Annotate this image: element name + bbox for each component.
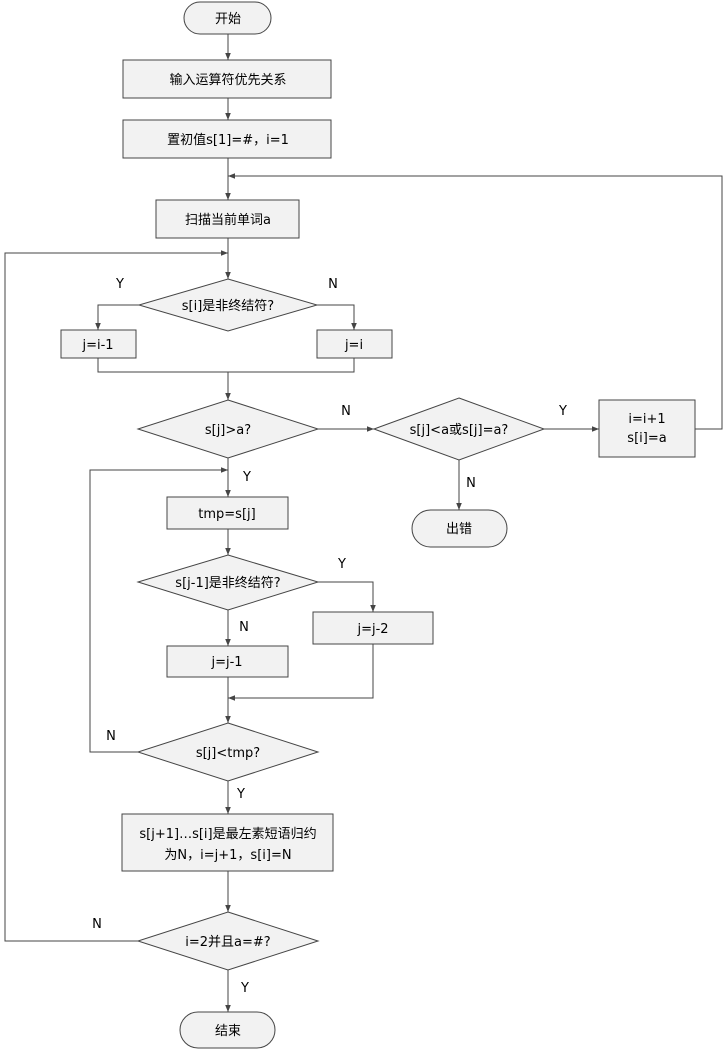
j-i-minus-1-text: j=i-1	[81, 338, 113, 353]
decision-sj-lt-eq-a: s[j]<a或s[j]=a?	[372, 397, 546, 461]
init-box: 置初值s[1]=#，i=1	[122, 119, 332, 159]
input-priority-text: 输入运算符优先关系	[169, 72, 286, 88]
reduce-line2: 为N，i=j+1，s[i]=N	[164, 848, 291, 863]
j-i-box: j=i	[316, 329, 393, 359]
start-node: 开始	[183, 1, 272, 35]
decision-sj-lt-eq-a-text: s[j]<a或s[j]=a?	[410, 423, 509, 438]
label-no: N	[92, 917, 102, 932]
decision-sj-lt-tmp: s[j]<tmp?	[136, 722, 320, 782]
init-text: 置初值s[1]=#，i=1	[167, 132, 289, 148]
push-box: i=i+1 s[i]=a	[598, 399, 696, 458]
reduce-box: s[j+1]…s[i]是最左素短语归约 为N，i=j+1，s[i]=N	[121, 813, 334, 872]
decision-sj-gt-a: s[j]>a?	[136, 399, 320, 459]
label-no: N	[106, 729, 116, 744]
input-priority-box: 输入运算符优先关系	[122, 59, 332, 99]
edge-j2-merge	[228, 644, 374, 701]
decision-end-text: i=2并且a=#?	[185, 935, 270, 950]
j-j-minus-2-box: j=j-2	[312, 611, 434, 645]
tmp-text: tmp=s[j]	[198, 507, 255, 522]
start-text: 开始	[215, 12, 241, 27]
label-no: N	[328, 277, 338, 292]
j-i-minus-1-box: j=i-1	[60, 329, 137, 359]
edge-nonterminal-yes	[95, 304, 139, 330]
label-no: N	[341, 404, 351, 419]
branch-labels: Y N N Y N Y Y N N Y N Y	[92, 277, 567, 996]
j-j-minus-1-text: j=j-1	[210, 655, 242, 670]
edge-nonterminal-j-yes	[318, 581, 376, 612]
end-text: 结束	[215, 1024, 241, 1039]
label-yes: Y	[240, 981, 249, 996]
label-no: N	[239, 620, 249, 635]
edge-tmp-loop	[89, 467, 228, 753]
label-yes: Y	[337, 557, 346, 572]
scan-text: 扫描当前单词a	[185, 212, 271, 228]
push-line1: i=i+1	[628, 412, 665, 427]
label-yes: Y	[115, 277, 124, 292]
edge-end-no-loop	[4, 250, 228, 942]
decision-sj-lt-tmp-text: s[j]<tmp?	[196, 746, 260, 761]
label-no: N	[466, 476, 476, 491]
j-j-minus-2-text: j=j-2	[356, 622, 388, 637]
push-line2: s[i]=a	[627, 431, 666, 446]
decision-nonterminal-i: s[i]是非终结符?	[137, 278, 319, 332]
tmp-box: tmp=s[j]	[166, 496, 289, 530]
label-yes: Y	[558, 404, 567, 419]
decision-sj-gt-a-text: s[j]>a?	[205, 423, 251, 438]
edge-nonterminal-no	[317, 304, 357, 330]
scan-box: 扫描当前单词a	[155, 199, 300, 239]
label-yes: Y	[242, 470, 251, 485]
decision-end: i=2并且a=#?	[136, 911, 320, 971]
end-node: 结束	[179, 1011, 276, 1049]
j-i-text: j=i	[344, 338, 363, 353]
j-j-minus-1-box: j=j-1	[166, 645, 289, 678]
decision-nonterminal-j1-text: s[j-1]是非终结符?	[175, 575, 280, 591]
decision-nonterminal-i-text: s[i]是非终结符?	[182, 298, 274, 314]
error-node: 出错	[411, 509, 508, 548]
label-yes: Y	[236, 787, 245, 802]
edge-push-loop	[228, 173, 723, 430]
edge-merge	[97, 358, 355, 373]
decision-nonterminal-j1: s[j-1]是非终结符?	[136, 554, 320, 611]
connectors	[4, 34, 723, 1012]
error-text: 出错	[446, 522, 472, 537]
reduce-line1: s[j+1]…s[i]是最左素短语归约	[139, 827, 316, 842]
